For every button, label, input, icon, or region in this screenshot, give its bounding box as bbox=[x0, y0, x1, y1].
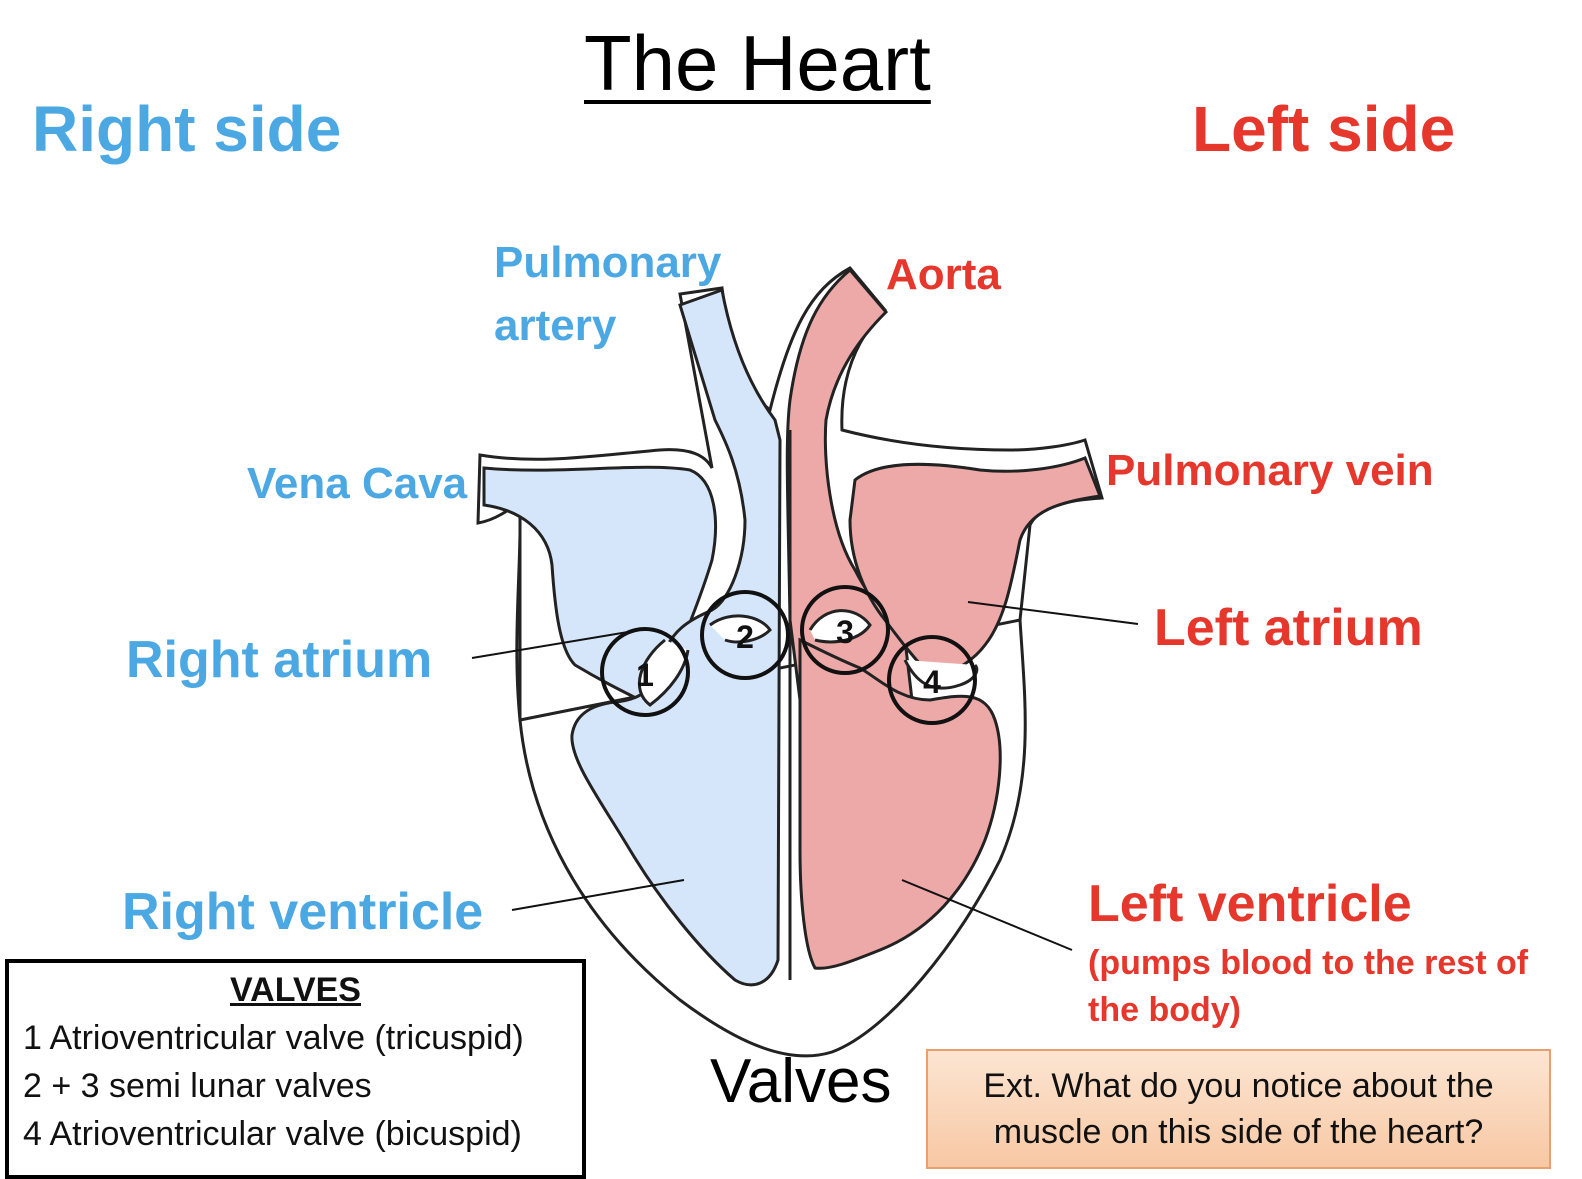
leader-line-right-atrium bbox=[471, 629, 641, 659]
left-side-heading: Left side bbox=[1192, 93, 1456, 165]
valve-number-1: 1 bbox=[636, 657, 654, 693]
label-right-ventricle: Right ventricle bbox=[122, 883, 484, 941]
label-pulmonary-artery-line2: artery bbox=[494, 301, 617, 350]
leader-line-left-atrium bbox=[967, 601, 1139, 625]
leader-line-left-ventricle bbox=[901, 879, 1073, 951]
valve-number-4: 4 bbox=[923, 664, 941, 700]
label-pulmonary-artery-line1: Pulmonary bbox=[494, 238, 722, 287]
extension-question-box: Ext. What do you notice about the muscle… bbox=[926, 1049, 1551, 1169]
valve-circle-1 bbox=[600, 627, 690, 717]
valve-number-2: 2 bbox=[736, 619, 754, 655]
right-side-heading: Right side bbox=[32, 93, 342, 165]
left-ventricle-chamber bbox=[798, 637, 1002, 970]
label-vena-cava: Vena Cava bbox=[247, 459, 468, 508]
label-aorta: Aorta bbox=[886, 250, 1001, 299]
valves-legend-line-1: 1 Atrioventricular valve (tricuspid) bbox=[23, 1019, 524, 1057]
label-right-atrium: Right atrium bbox=[126, 631, 433, 689]
label-left-atrium: Left atrium bbox=[1154, 599, 1423, 657]
valve-circle-4 bbox=[887, 635, 977, 725]
extension-question-line-2: muscle on this side of the heart? bbox=[993, 1113, 1484, 1151]
extension-question-line-1: Ext. What do you notice about the bbox=[983, 1067, 1494, 1105]
valve-flap-4 bbox=[903, 659, 979, 690]
label-pulmonary-vein: Pulmonary vein bbox=[1106, 446, 1434, 495]
leader-line-right-ventricle bbox=[511, 879, 685, 911]
valves-legend-line-3: 4 Atrioventricular valve (bicuspid) bbox=[23, 1115, 522, 1153]
valve-circle-3 bbox=[800, 585, 890, 675]
valve-flap-2 bbox=[709, 614, 772, 644]
label-left-ventricle-note-1: (pumps blood to the rest of bbox=[1088, 944, 1529, 982]
valves-legend-heading: VALVES bbox=[230, 971, 361, 1009]
label-valves: Valves bbox=[710, 1047, 892, 1116]
valve-circle-2 bbox=[700, 590, 790, 680]
label-left-ventricle: Left ventricle bbox=[1088, 875, 1412, 933]
label-left-ventricle-note-2: the body) bbox=[1088, 991, 1241, 1029]
page-title: The Heart bbox=[584, 19, 931, 107]
pulmonary-artery-vessel bbox=[570, 287, 782, 987]
valves-legend-line-2: 2 + 3 semi lunar valves bbox=[23, 1067, 372, 1105]
valves-legend: VALVES 1 Atrioventricular valve (tricusp… bbox=[5, 959, 586, 1179]
valve-number-3: 3 bbox=[836, 614, 854, 650]
valve-flap-3 bbox=[808, 609, 872, 644]
valve-flap-1 bbox=[637, 638, 690, 707]
